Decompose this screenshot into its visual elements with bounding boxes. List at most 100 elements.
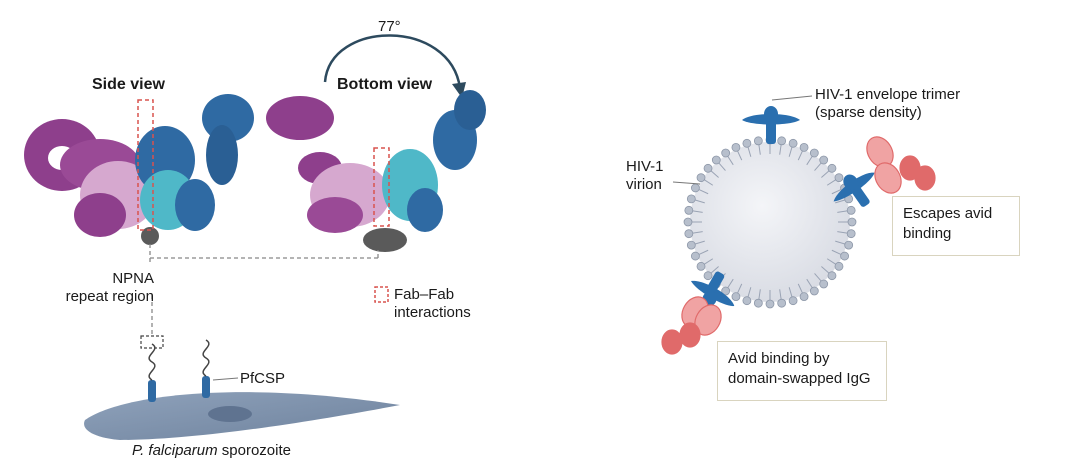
lipid-tail bbox=[826, 179, 836, 186]
lipid-tail bbox=[797, 283, 803, 294]
lipid-head bbox=[788, 138, 798, 148]
lipid-head bbox=[742, 296, 752, 306]
lipid-tail bbox=[835, 199, 845, 204]
lipid-tail bbox=[826, 258, 836, 265]
lipid-tail bbox=[758, 289, 761, 300]
lipid-head bbox=[703, 271, 713, 281]
env-trimer-line1: HIV-1 envelope trimer bbox=[815, 86, 961, 103]
env-trimer-line2: (sparse density) bbox=[815, 104, 922, 121]
lipid-head bbox=[731, 292, 741, 301]
lipid-head bbox=[683, 217, 693, 227]
lipid-head bbox=[721, 148, 731, 158]
lipid-head bbox=[721, 286, 731, 296]
lipid-head bbox=[834, 261, 844, 271]
lipid-head bbox=[742, 138, 752, 148]
virion-line1: HIV-1 bbox=[626, 158, 664, 175]
sporozoite-species: P. falciparum bbox=[132, 442, 218, 459]
lipid-tail bbox=[835, 240, 845, 245]
lipid-head bbox=[799, 143, 809, 152]
lipid-head bbox=[777, 136, 787, 146]
lipid-tail bbox=[788, 287, 793, 297]
lipid-head bbox=[686, 194, 696, 204]
lipid-tail bbox=[831, 249, 842, 255]
lipid-tail bbox=[747, 147, 752, 157]
lipid-tail bbox=[737, 283, 743, 294]
repeat-region-line2: repeat region bbox=[65, 288, 154, 305]
escape-line2: binding bbox=[903, 225, 952, 242]
fab-legend-swatch bbox=[374, 286, 389, 303]
lipid-head bbox=[753, 136, 763, 146]
lipid-head bbox=[834, 173, 844, 183]
hiv-virion bbox=[683, 135, 857, 309]
fab-fab-line2: interactions bbox=[394, 304, 471, 321]
lipid-tail bbox=[758, 144, 761, 155]
lipid-tail bbox=[704, 258, 714, 265]
repeat-region-line1: NPNA bbox=[112, 270, 154, 287]
connector-lines bbox=[149, 244, 379, 335]
sporozoite-label: P. falciparum sporozoite bbox=[132, 442, 291, 460]
repeat-region-label: NPNA repeat region bbox=[50, 270, 154, 306]
lipid-tail bbox=[831, 189, 842, 195]
lipid-tail bbox=[821, 170, 830, 178]
lipid-head bbox=[703, 163, 713, 173]
lipid-head bbox=[788, 296, 798, 306]
lipid-tail bbox=[718, 162, 726, 171]
virion-pointer bbox=[672, 181, 701, 185]
lipid-head bbox=[686, 240, 696, 250]
igg-avid bbox=[661, 296, 722, 355]
lipid-head bbox=[777, 298, 787, 308]
bottom-view-label: Bottom view bbox=[337, 76, 433, 93]
lipid-tail bbox=[695, 240, 705, 245]
fab-fab-label: Fab–Fab interactions bbox=[394, 286, 471, 322]
env-trimer-label: HIV-1 envelope trimer (sparse density) bbox=[815, 86, 960, 122]
escape-line1: Escapes avid bbox=[903, 205, 993, 222]
lipid-tail bbox=[797, 150, 803, 161]
lipid-tail bbox=[806, 156, 813, 166]
avid-line1: Avid binding by bbox=[728, 350, 830, 367]
fab-fab-line1: Fab–Fab bbox=[394, 286, 455, 303]
avid-line2: domain-swapped IgG bbox=[728, 370, 871, 387]
lipid-tail bbox=[814, 162, 822, 171]
lipid-tail bbox=[779, 144, 782, 155]
lipid-head bbox=[696, 173, 706, 183]
lipid-tail bbox=[806, 278, 813, 288]
escape-binding-box: Escapes avid binding bbox=[892, 196, 1020, 256]
lipid-head bbox=[799, 292, 809, 301]
lipid-head bbox=[765, 299, 775, 309]
lipid-head bbox=[696, 261, 706, 271]
lipid-head bbox=[827, 163, 837, 173]
lipid-tail bbox=[698, 249, 709, 255]
rotation-angle-label: 77° bbox=[378, 18, 401, 35]
lipid-head bbox=[684, 205, 694, 215]
side-view-label: Side view bbox=[92, 76, 165, 93]
lipid-tail bbox=[692, 231, 703, 234]
lipid-tail bbox=[704, 179, 714, 186]
lipid-tail bbox=[727, 278, 734, 288]
lipid-head bbox=[827, 271, 837, 281]
lipid-tail bbox=[695, 199, 705, 204]
lipid-head bbox=[684, 229, 694, 239]
lipid-head bbox=[711, 155, 721, 165]
lipid-head bbox=[819, 155, 829, 165]
env-pointer bbox=[771, 95, 813, 101]
lipid-head bbox=[691, 183, 700, 193]
virion-label: HIV-1 virion bbox=[626, 158, 664, 194]
lipid-tail bbox=[788, 147, 793, 157]
env-trimer-right bbox=[833, 172, 875, 207]
lipid-tail bbox=[837, 210, 848, 213]
lipid-head bbox=[846, 205, 856, 215]
lipid-tail bbox=[727, 156, 734, 166]
lipid-tail bbox=[692, 210, 703, 213]
pfcsp-proteins bbox=[140, 335, 239, 402]
lipid-tail bbox=[710, 266, 719, 274]
lipid-tail bbox=[814, 273, 822, 282]
lipid-head bbox=[753, 298, 763, 308]
lipid-tail bbox=[821, 266, 830, 274]
pfcsp-label: PfCSP bbox=[240, 370, 286, 387]
lipid-head bbox=[844, 240, 854, 250]
sporozoite-cell bbox=[84, 392, 400, 440]
avid-binding-box: Avid binding by domain-swapped IgG bbox=[717, 341, 887, 401]
sporozoite-stage: sporozoite bbox=[217, 442, 291, 459]
virion-line2: virion bbox=[626, 176, 662, 193]
lipid-tail bbox=[747, 287, 752, 297]
